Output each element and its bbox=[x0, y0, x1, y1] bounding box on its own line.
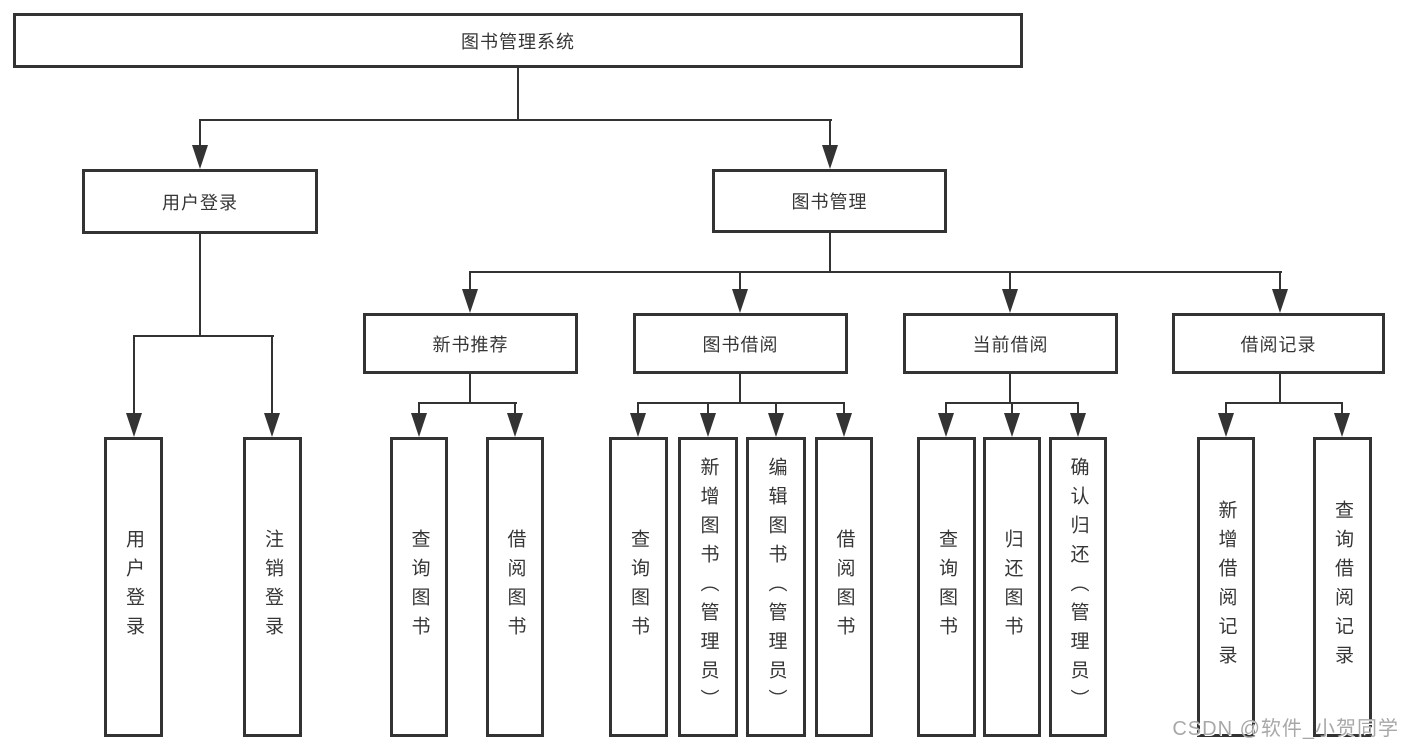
connector-line bbox=[517, 68, 519, 121]
node-leaf-query-book-1: 查询图书 bbox=[390, 437, 448, 737]
connector-line bbox=[199, 119, 832, 121]
connector-line bbox=[1225, 403, 1227, 415]
arrow-down-icon bbox=[1004, 413, 1020, 437]
node-leaf-user-login: 用户登录 bbox=[104, 437, 163, 737]
node-leaf-query-book-2: 查询图书 bbox=[609, 437, 668, 737]
node-leaf-add-record: 新增借阅记录 bbox=[1197, 437, 1255, 737]
arrow-down-icon bbox=[264, 413, 280, 437]
node-leaf-borrow-book-1: 借阅图书 bbox=[486, 437, 544, 737]
arrow-down-icon bbox=[836, 413, 852, 437]
connector-line bbox=[829, 233, 831, 273]
node-label: 编辑图书（管理员） bbox=[765, 456, 787, 718]
arrow-down-icon bbox=[700, 413, 716, 437]
connector-line bbox=[637, 402, 845, 404]
node-label: 图书管理 bbox=[791, 192, 868, 212]
connector-line bbox=[707, 403, 709, 415]
node-label: 图书借阅 bbox=[702, 334, 779, 355]
connector-line bbox=[945, 403, 947, 415]
connector-line bbox=[739, 272, 741, 291]
node-leaf-borrow-book-2: 借阅图书 bbox=[815, 437, 873, 737]
connector-line bbox=[469, 271, 1282, 273]
node-label: 图书管理系统 bbox=[461, 31, 575, 52]
node-borrow-record: 借阅记录 bbox=[1172, 313, 1385, 374]
node-leaf-query-record: 查询借阅记录 bbox=[1313, 437, 1372, 737]
connector-line bbox=[418, 403, 420, 415]
node-book-mgmt: 图书管理 bbox=[712, 169, 947, 233]
connector-line bbox=[199, 121, 201, 147]
connector-line bbox=[739, 372, 741, 404]
node-leaf-return-book: 归还图书 bbox=[983, 437, 1041, 737]
node-leaf-query-book-3: 查询图书 bbox=[917, 437, 976, 737]
connector-line bbox=[418, 402, 517, 404]
connector-line bbox=[1341, 403, 1343, 415]
connector-line bbox=[1009, 272, 1011, 291]
arrow-down-icon bbox=[732, 289, 748, 313]
node-label: 借阅图书 bbox=[504, 529, 526, 645]
arrow-down-icon bbox=[192, 145, 208, 169]
connector-line bbox=[1011, 403, 1013, 415]
node-label: 新增图书（管理员） bbox=[697, 456, 719, 718]
connector-line bbox=[829, 121, 831, 147]
connector-line bbox=[1279, 372, 1281, 404]
node-label: 查询图书 bbox=[936, 529, 957, 645]
arrow-down-icon bbox=[1272, 289, 1288, 313]
arrow-down-icon bbox=[1070, 413, 1086, 437]
node-leaf-add-book: 新增图书（管理员） bbox=[678, 437, 738, 737]
node-leaf-edit-book: 编辑图书（管理员） bbox=[746, 437, 806, 737]
connector-line bbox=[775, 403, 777, 415]
arrow-down-icon bbox=[630, 413, 646, 437]
arrow-down-icon bbox=[938, 413, 954, 437]
connector-line bbox=[133, 336, 135, 415]
node-current-borrow: 当前借阅 bbox=[903, 313, 1118, 374]
connector-line bbox=[514, 403, 516, 415]
arrow-down-icon bbox=[507, 413, 523, 437]
node-label: 注销登录 bbox=[262, 529, 283, 645]
node-label: 新书推荐 bbox=[432, 334, 509, 355]
arrow-down-icon bbox=[462, 289, 478, 313]
connector-line bbox=[843, 403, 845, 415]
node-label: 借阅记录 bbox=[1240, 334, 1317, 355]
node-label: 用户登录 bbox=[123, 529, 144, 645]
node-label: 查询借阅记录 bbox=[1332, 500, 1353, 674]
node-label: 查询图书 bbox=[408, 529, 430, 645]
node-new-book-rec: 新书推荐 bbox=[363, 313, 578, 374]
connector-line bbox=[469, 372, 471, 404]
node-label: 当前借阅 bbox=[972, 334, 1049, 355]
connector-line bbox=[1077, 403, 1079, 415]
connector-line bbox=[1009, 372, 1011, 404]
connector-line bbox=[637, 403, 639, 415]
connector-line bbox=[133, 335, 274, 337]
connector-line bbox=[271, 336, 273, 415]
node-leaf-logout: 注销登录 bbox=[243, 437, 302, 737]
node-label: 借阅图书 bbox=[833, 529, 855, 645]
connector-line bbox=[1225, 402, 1343, 404]
node-user-login: 用户登录 bbox=[82, 169, 318, 234]
arrow-down-icon bbox=[1218, 413, 1234, 437]
node-label: 确认归还（管理员） bbox=[1067, 456, 1089, 718]
connector-line bbox=[469, 272, 471, 291]
arrow-down-icon bbox=[126, 413, 142, 437]
connector-line bbox=[1279, 272, 1281, 291]
node-label: 用户登录 bbox=[162, 192, 238, 213]
csdn-watermark: CSDN @软件_小贺同学 bbox=[1172, 718, 1399, 740]
arrow-down-icon bbox=[411, 413, 427, 437]
connector-line bbox=[199, 234, 201, 337]
node-label: 查询图书 bbox=[628, 529, 649, 645]
node-leaf-confirm-return: 确认归还（管理员） bbox=[1049, 437, 1107, 737]
arrow-down-icon bbox=[768, 413, 784, 437]
node-label: 归还图书 bbox=[1001, 529, 1023, 645]
arrow-down-icon bbox=[1334, 413, 1350, 437]
node-book-borrow: 图书借阅 bbox=[633, 313, 848, 374]
node-label: 新增借阅记录 bbox=[1215, 500, 1237, 674]
node-root: 图书管理系统 bbox=[13, 13, 1023, 68]
arrow-down-icon bbox=[822, 145, 838, 169]
arrow-down-icon bbox=[1002, 289, 1018, 313]
